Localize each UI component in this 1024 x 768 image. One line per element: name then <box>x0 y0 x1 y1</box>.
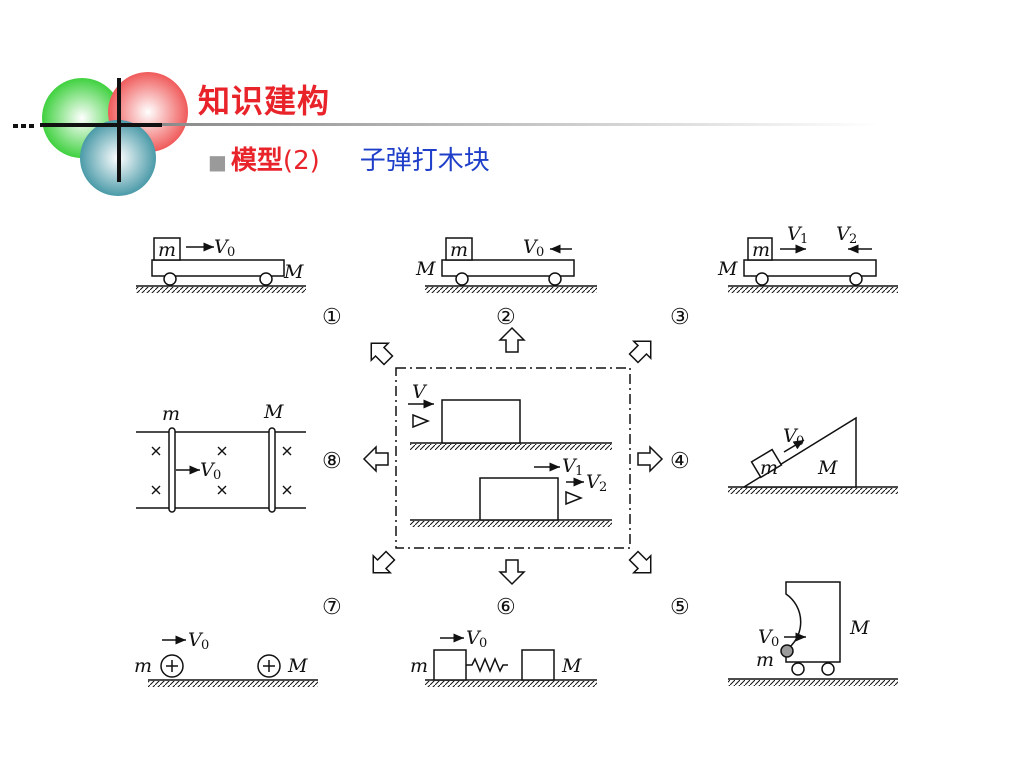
label-v: V <box>214 236 230 258</box>
center-bullet-block-model <box>395 367 631 549</box>
case-number-8: ⑧ <box>322 449 342 474</box>
deco-vertical-line <box>117 78 121 182</box>
label-v: V <box>783 425 799 447</box>
arrow-right-icon <box>637 445 664 473</box>
case-number-1: ① <box>322 305 342 330</box>
arrow-up-right-icon <box>628 340 652 364</box>
label-M: M <box>817 457 838 479</box>
label-v: V <box>466 627 482 649</box>
arrow-up-icon <box>498 326 526 353</box>
label-m: m <box>756 649 774 671</box>
label-m: m <box>162 403 180 425</box>
case-number-4: ④ <box>670 449 690 474</box>
label-M: M <box>717 258 738 280</box>
case-number-3: ③ <box>670 305 690 330</box>
model-1-cart-block-moving-right <box>136 237 306 293</box>
label-m: m <box>134 655 152 677</box>
model-2-cart-moving-left <box>425 237 597 293</box>
model-5-curved-track-cart <box>728 581 898 686</box>
label-m: m <box>760 457 778 479</box>
deco-dot <box>21 124 26 128</box>
model-8-rails-magnetic-field <box>136 427 306 513</box>
label-v: V <box>200 459 216 481</box>
case-number-2: ② <box>496 305 516 330</box>
case-number-5: ⑤ <box>670 595 690 620</box>
arrow-left-icon <box>362 445 389 473</box>
label-v: V <box>836 223 852 245</box>
label-m: m <box>410 655 428 677</box>
label-m: m <box>158 239 176 261</box>
model-3-opposite-velocities <box>728 237 898 293</box>
label-subscript: 0 <box>213 468 221 483</box>
label-subscript: 0 <box>201 638 209 653</box>
label-M: M <box>415 258 436 280</box>
page-title: 知识建构 <box>198 82 331 120</box>
label-v: V <box>787 223 803 245</box>
model-4-incline <box>728 416 898 494</box>
label-subscript: 0 <box>227 245 235 260</box>
label-M: M <box>561 655 582 677</box>
label-subscript: 1 <box>800 232 808 247</box>
case-number-7: ⑦ <box>322 595 342 620</box>
label-subscript: 0 <box>536 245 544 260</box>
label-subscript: 0 <box>771 635 779 650</box>
label-subscript: 2 <box>599 480 607 495</box>
deco-dot <box>13 124 18 128</box>
deco-gradient-line <box>160 123 880 126</box>
bullet-square: ■ <box>208 150 227 174</box>
label-subscript: 1 <box>575 464 583 479</box>
case-number-6: ⑥ <box>496 595 516 620</box>
label-subscript: 2 <box>849 232 857 247</box>
page-subtitle: ■模型(2) 子弹打木块 <box>208 140 490 177</box>
label-M: M <box>263 401 284 423</box>
model-number: (2) <box>282 146 320 176</box>
arrow-down-right-icon <box>628 550 652 574</box>
model-label: 模型 <box>230 146 283 176</box>
label-v: V <box>412 381 428 403</box>
arrow-down-icon <box>498 559 526 586</box>
label-v: V <box>523 236 539 258</box>
label-m: m <box>450 239 468 261</box>
corner-decoration <box>13 72 880 196</box>
label-M: M <box>283 261 304 283</box>
label-v: V <box>586 471 602 493</box>
model-7-two-charged-balls <box>148 635 318 687</box>
label-m: m <box>752 239 770 261</box>
model-6-spring-blocks <box>425 633 597 687</box>
arrow-up-left-icon <box>370 342 394 366</box>
deco-dot <box>29 124 34 128</box>
label-M: M <box>287 655 308 677</box>
label-M: M <box>849 617 870 639</box>
label-subscript: 0 <box>479 636 487 651</box>
topic-text: 子弹打木块 <box>359 146 490 176</box>
label-v: V <box>758 626 774 648</box>
deco-black-line <box>40 123 162 127</box>
hollow-arrows <box>362 326 664 586</box>
label-v: V <box>188 629 204 651</box>
arrow-down-left-icon <box>372 550 396 574</box>
label-subscript: 0 <box>796 434 804 449</box>
label-v: V <box>562 455 578 477</box>
